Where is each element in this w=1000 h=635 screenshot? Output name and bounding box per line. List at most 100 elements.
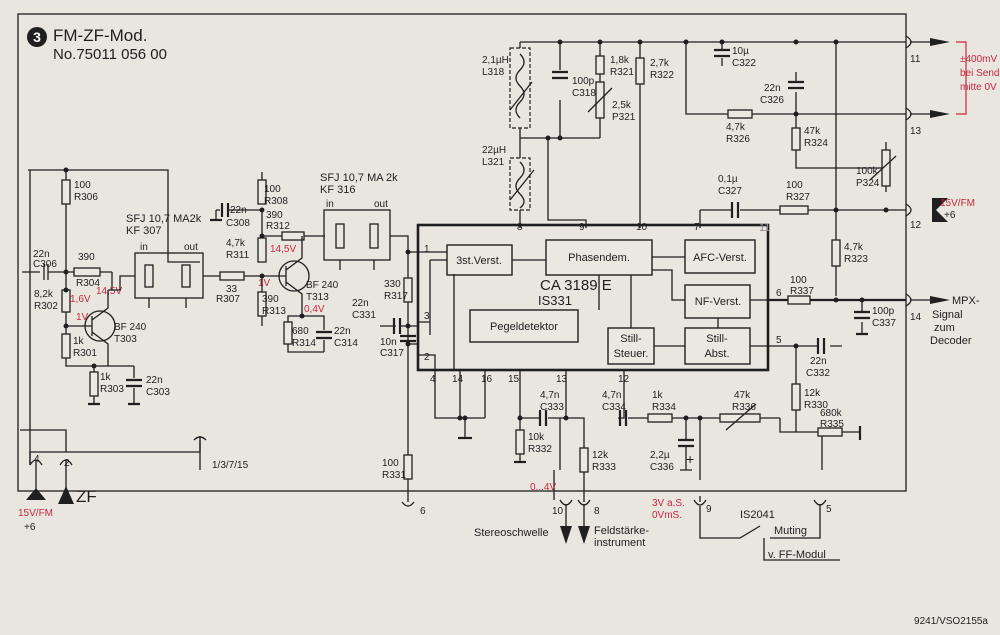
block-mute-control-label-2: Steuer. [614, 348, 649, 360]
ff-module-label: v. FF-Modul [768, 549, 826, 561]
res-r301-ref: R301 [73, 348, 97, 359]
pot-p324-ref: P324 [856, 178, 880, 189]
res-r326-value: 4,7k [726, 122, 746, 133]
filter-kf316-in: in [326, 199, 334, 210]
cap-c332 [816, 338, 826, 354]
filter-kf316-name: SFJ 10,7 MA 2k [320, 172, 398, 184]
module-border [17, 13, 907, 492]
cap-c314-value: 22n [334, 326, 351, 337]
pin-9: 9 [579, 222, 585, 233]
supply-left-line: +6 [24, 522, 36, 533]
afc-bracket [956, 41, 967, 115]
voltage-1-6v: 1,6V [70, 294, 91, 305]
res-r330-value: 12k [804, 388, 821, 399]
cap-c332-value: 22n [810, 356, 827, 367]
res-r327-ref: R327 [786, 192, 810, 203]
svg-text:14: 14 [910, 312, 922, 323]
res-r314-value: 680 [292, 326, 309, 337]
pin-2: 2 [424, 352, 430, 363]
cap-c336 [678, 438, 694, 448]
cap-c314 [316, 330, 332, 340]
res-r335-ref: R335 [820, 419, 844, 430]
title: FM-ZF-Mod. [53, 26, 147, 45]
pin-11-mark: 11 [759, 222, 770, 234]
res-r324 [791, 127, 801, 151]
res-r335-value: 680k [820, 408, 843, 419]
res-r335 [817, 427, 843, 437]
res-r307-ref: R307 [216, 294, 240, 305]
pot-p321-ref: P321 [612, 112, 636, 123]
res-r334-ref: R334 [652, 402, 676, 413]
field-meter-label-1: Feldstärke- [594, 525, 649, 537]
connector-11: 11 [905, 35, 950, 65]
res-r324-ref: R324 [804, 138, 828, 149]
supply-left-voltage: 15V/FM [18, 508, 53, 519]
connector-13: 13 [905, 107, 950, 137]
cap-c327-value: 0,1µ [718, 174, 738, 185]
ic-outline [416, 223, 770, 372]
afc-voltage-line-1: ±400mV [960, 54, 998, 65]
block-3st-amp-label: 3st.Verst. [456, 255, 502, 267]
filter-kf316-ref: KF 316 [320, 184, 355, 196]
supply-right-voltage: 15V/FM [940, 198, 975, 209]
svg-text:5: 5 [826, 504, 832, 515]
coil-l321-ref: L321 [482, 157, 505, 168]
ground-bus-pins [434, 370, 486, 438]
stereo-threshold-label: Stereoschwelle [474, 527, 549, 539]
svg-text:4: 4 [34, 454, 40, 465]
res-r334 [647, 413, 673, 423]
transistor-t303-type: BF 240 [114, 322, 147, 333]
transistor-t313-ref: T313 [306, 292, 329, 303]
pin-14: 14 [452, 374, 464, 385]
zf-label: ZF [76, 487, 97, 506]
ic-input-wiring [418, 259, 455, 370]
res-r311-value: 4,7k [226, 238, 246, 249]
res-r301 [61, 333, 71, 359]
res-r313-ref: R313 [262, 306, 286, 317]
res-r326-ref: R326 [726, 134, 750, 145]
pin-5: 5 [776, 335, 782, 346]
res-r312-value: 390 [266, 210, 283, 221]
res-r303-value: 1k [100, 372, 112, 383]
res-r330 [791, 383, 801, 411]
filter-kf316 [323, 209, 391, 261]
cap-c303-value: 22n [146, 375, 163, 386]
svg-text:6: 6 [420, 506, 426, 517]
cap-c334 [618, 410, 628, 426]
res-r322-value: 2,7k [650, 58, 670, 69]
svg-text:+: + [686, 451, 694, 467]
svg-text:9: 9 [706, 504, 712, 515]
res-r311-ref: R311 [226, 250, 250, 261]
badge-circle [27, 27, 47, 47]
transistor-t303-ref: T303 [114, 334, 137, 345]
res-r304-ref: R304 [76, 278, 100, 289]
res-r304 [73, 267, 101, 277]
block-mute-control [607, 327, 655, 365]
res-r333 [579, 447, 589, 473]
switch-is2041: IS2041 [740, 509, 775, 521]
pin-15: 15 [508, 374, 520, 385]
voltage-14-5v-a: 14,5V [96, 286, 122, 297]
cap-c334-value: 4,7n [602, 390, 621, 401]
cap-c308-value: 22n [230, 205, 247, 216]
cap-c333 [538, 410, 548, 426]
res-r314-ref: R314 [292, 338, 316, 349]
res-r332-ref: R332 [528, 444, 552, 455]
res-r312-ref: R312 [266, 221, 290, 232]
pot-p321-value: 2,5k [612, 100, 632, 111]
cap-c333-ref: C333 [540, 402, 564, 413]
pot-r336-value: 47k [734, 390, 751, 401]
svg-text:8: 8 [594, 506, 600, 517]
res-r324-value: 47k [804, 126, 821, 137]
filter-kf316-out: out [374, 199, 388, 210]
cap-c308 [220, 203, 230, 217]
res-r303 [89, 371, 99, 397]
res-r317-value: 330 [384, 279, 401, 290]
connector-14: 14 [905, 293, 950, 323]
block-mute-attenuator-label-1: Still- [706, 333, 728, 345]
zf-input-symbol [58, 486, 74, 504]
pot-r336-ref: R336 [732, 402, 756, 413]
cap-c318-ref: C318 [572, 88, 596, 99]
block-level-detector [469, 309, 579, 343]
